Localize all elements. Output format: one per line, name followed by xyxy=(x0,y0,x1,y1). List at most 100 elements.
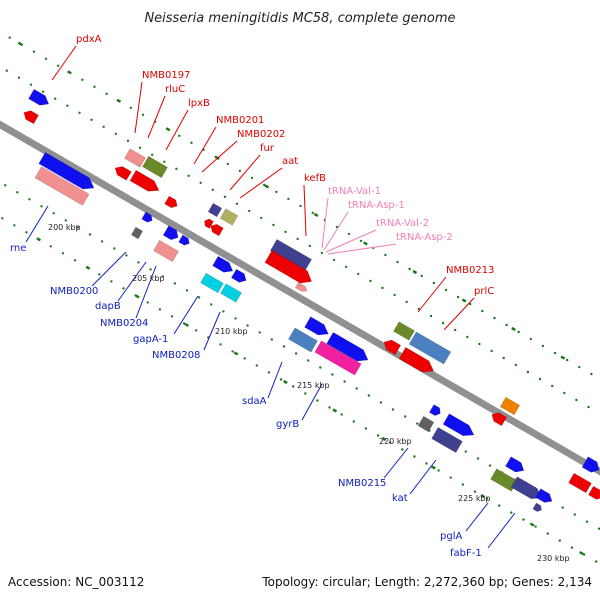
gene-arrow-khaki xyxy=(219,208,239,226)
gene-label-NMB0208: NMB0208 xyxy=(152,350,200,361)
gene-arrow-blue xyxy=(505,456,525,473)
gene-arrow-red xyxy=(210,223,224,237)
reading-frame-tick xyxy=(511,326,516,332)
reading-frame-tick xyxy=(283,379,288,385)
reading-frame-dot xyxy=(182,322,186,325)
reading-frame-dot xyxy=(279,378,283,381)
reading-frame-dot xyxy=(401,448,404,451)
reading-frame-dot xyxy=(416,422,419,425)
tick-label-230-kbp: 230 kbp xyxy=(537,554,570,563)
reading-frame-dot xyxy=(146,301,149,304)
reading-frame-dot xyxy=(379,401,383,404)
reading-frame-dot xyxy=(287,197,290,201)
reading-frame-dot xyxy=(595,560,598,563)
reading-frame-dot xyxy=(66,104,69,107)
reading-frame-dot xyxy=(32,50,36,53)
reading-frame-dot xyxy=(231,350,234,353)
reading-frame-dot xyxy=(553,351,557,355)
gene-label-kefB: kefB xyxy=(304,173,326,184)
reading-frame-dot xyxy=(151,153,154,156)
reading-frame-dot xyxy=(98,273,101,276)
reading-frame-tick xyxy=(431,465,436,470)
gene-arrow-red xyxy=(491,412,508,427)
reading-frame-dot xyxy=(187,174,190,177)
reading-frame-tick xyxy=(184,322,190,327)
reading-frame-tick xyxy=(17,41,23,46)
reading-frame-dot xyxy=(137,261,140,264)
reading-frame-dot xyxy=(498,504,501,507)
reading-frame-dot xyxy=(490,349,493,353)
reading-frame-tick xyxy=(67,70,72,75)
gene-arrow-red xyxy=(164,195,178,209)
reading-frame-dot xyxy=(476,457,480,460)
gene-arrow-gray xyxy=(130,226,144,240)
reading-frame-dot xyxy=(173,282,177,285)
label-leader-line xyxy=(201,140,238,173)
label-leader-line xyxy=(303,184,307,237)
label-leader-line xyxy=(301,383,323,421)
reading-frame-dot xyxy=(16,191,19,194)
reading-frame-dot xyxy=(541,344,545,348)
gene-arrow-blue xyxy=(442,413,475,437)
reading-frame-dot xyxy=(461,483,465,486)
reading-frame-dot xyxy=(328,406,331,409)
label-leader-line xyxy=(487,512,516,549)
reading-frame-dot xyxy=(420,274,423,278)
gene-arrow-pink xyxy=(124,148,146,168)
gene-label-dapB: dapB xyxy=(95,301,121,312)
reading-frame-dot xyxy=(505,323,508,327)
reading-frame-dot xyxy=(294,352,298,355)
gene-arrow-gray xyxy=(417,415,435,433)
gene-arrow-red xyxy=(398,346,435,373)
gene-arrow-red xyxy=(568,472,592,494)
reading-frame-dot xyxy=(49,245,52,248)
reading-frame-dot xyxy=(514,363,517,367)
reading-frame-dot xyxy=(105,92,108,96)
reading-frame-dot xyxy=(73,259,77,262)
reading-frame-dot xyxy=(52,212,55,215)
tick-label-220-kbp: 220 kbp xyxy=(379,437,412,446)
reading-frame-dot xyxy=(391,408,395,411)
tick-label-215-kbp: 215 kbp xyxy=(297,381,330,390)
reading-frame-dot xyxy=(335,225,339,229)
label-leader-line xyxy=(239,167,283,199)
reading-frame-tick xyxy=(233,351,239,356)
reading-frame-dot xyxy=(359,239,363,243)
reading-frame-dot xyxy=(163,160,166,163)
reading-frame-dot xyxy=(538,377,542,381)
reading-frame-dots xyxy=(1,36,600,563)
reading-frame-dot xyxy=(141,113,145,117)
reading-frame-tick xyxy=(264,184,270,189)
reading-frame-dot xyxy=(590,372,593,376)
reading-frame-dot xyxy=(190,141,193,144)
reading-frame-tick xyxy=(480,494,486,499)
reading-frame-dot xyxy=(561,506,564,509)
reading-frame-dot xyxy=(585,520,589,523)
label-leader-line xyxy=(327,243,397,255)
gene-arrow-navy xyxy=(510,476,543,500)
gene-arrow-cyan xyxy=(220,283,242,303)
gene-label-tRNA-Asp-1: tRNA-Asp-1 xyxy=(348,200,405,211)
gene-label-pglA: pglA xyxy=(440,531,462,542)
reading-frame-dot xyxy=(158,308,162,311)
label-leader-line xyxy=(323,211,349,251)
reading-frame-dot xyxy=(573,513,576,516)
reading-frame-tick xyxy=(412,269,418,275)
gene-arrow-blue xyxy=(212,255,234,273)
reading-frame-dot xyxy=(388,441,392,444)
reading-frame-dot xyxy=(316,399,319,402)
reading-frame-dot xyxy=(429,314,433,318)
label-leader-line xyxy=(91,251,127,287)
reading-frame-dot xyxy=(102,125,105,128)
reading-frame-dot xyxy=(473,490,477,493)
reading-frame-dot xyxy=(110,280,113,283)
reading-frame-dot xyxy=(272,223,275,227)
gene-arrow-magenta xyxy=(314,340,362,376)
reading-frame-dot xyxy=(29,83,33,86)
reading-frame-dot xyxy=(64,219,68,222)
reading-frame-dot xyxy=(270,338,273,341)
reading-frame-dot xyxy=(343,380,346,383)
reading-frame-dot xyxy=(367,394,370,397)
label-leader-line xyxy=(51,45,77,81)
